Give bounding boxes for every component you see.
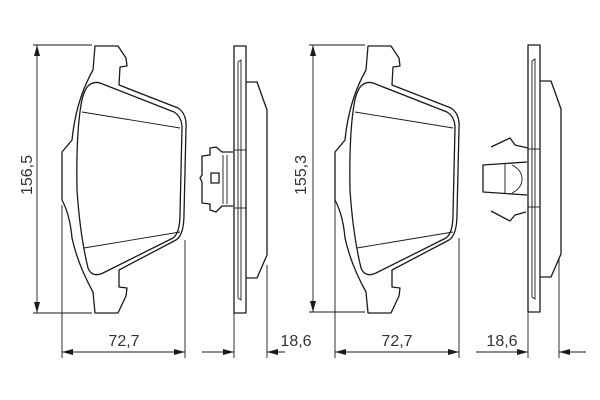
pad-1-width-dimension: 72,7: [61, 205, 186, 358]
pad-2-front-view: [334, 45, 460, 314]
pad-2-thickness-label: 18,6: [486, 333, 517, 350]
pad-1-clip: [199, 146, 233, 213]
pad-1-front-view: [61, 45, 187, 314]
pad-2-side-view: [527, 44, 562, 313]
pad-2-height-label: 155,3: [293, 155, 310, 195]
pad-1-width-label: 72,7: [108, 333, 139, 350]
pad-1-thickness-label: 18,6: [280, 333, 311, 350]
pad-1-side-view: [233, 45, 268, 314]
pad-1-height-dimension: 156,5: [19, 44, 92, 314]
pad-2-thickness-dimension: 18,6: [476, 258, 586, 358]
pad-1-height-label: 156,5: [19, 155, 36, 195]
pad-1-thickness-dimension: 18,6: [202, 265, 312, 358]
pad-2-clip: [482, 137, 529, 222]
pad-2-width-label: 72,7: [381, 333, 412, 350]
pad-2-width-dimension: 72,7: [334, 200, 460, 358]
pad-2-height-dimension: 155,3: [293, 44, 365, 313]
